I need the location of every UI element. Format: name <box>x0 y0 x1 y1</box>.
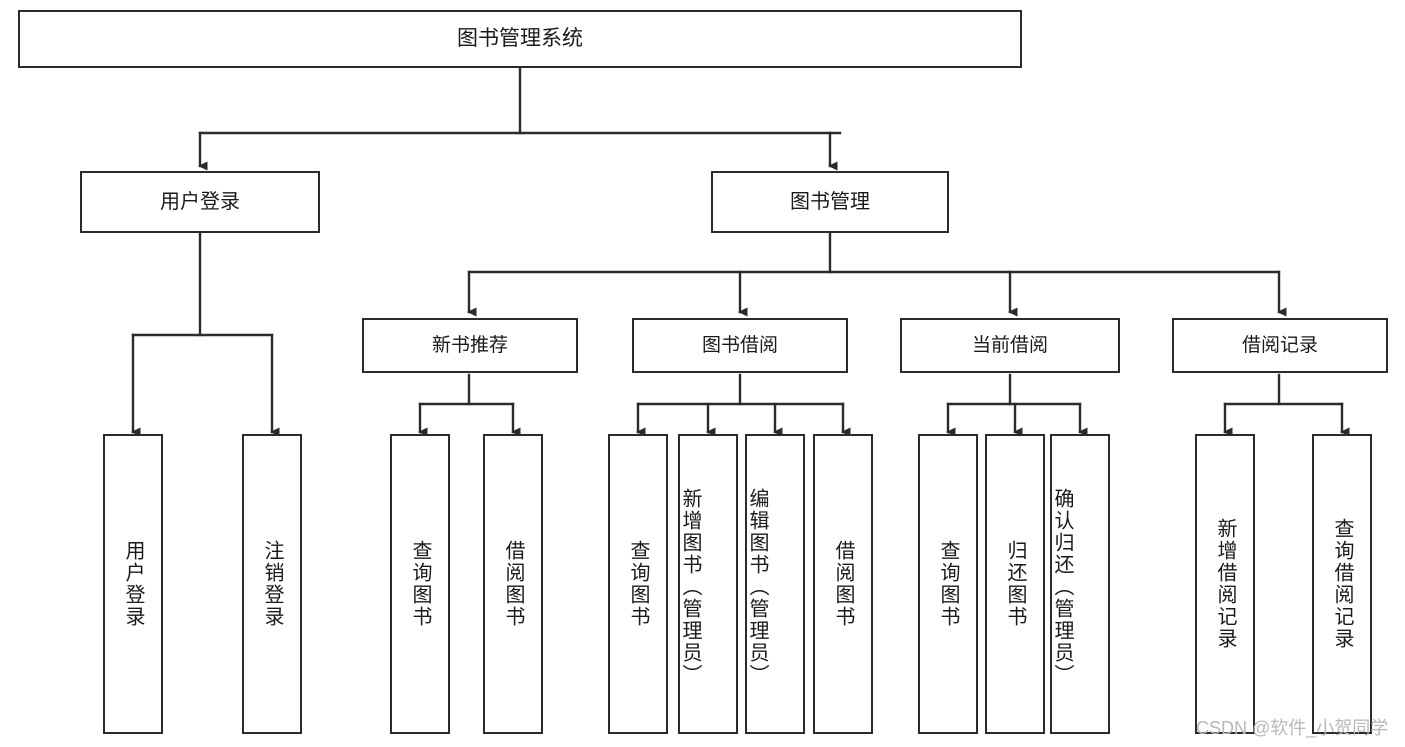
node-root[interactable]: 图书管理系统 <box>18 10 1022 68</box>
node-user-login[interactable]: 用户登录 <box>80 171 320 233</box>
leaf-borrow-add[interactable]: 新增图书（管理员） <box>678 434 738 734</box>
csdn-watermark: CSDN @软件_小贺同学 <box>1196 718 1389 738</box>
leaf-label: 新增借阅记录 <box>1214 518 1236 650</box>
leaf-label: 新增图书（管理员） <box>679 488 701 686</box>
leaf-borrow-borrow[interactable]: 借阅图书 <box>813 434 873 734</box>
leaf-current-confirm-return[interactable]: 确认归还（管理员） <box>1050 434 1110 734</box>
leaf-borrow-query[interactable]: 查询图书 <box>608 434 668 734</box>
leaf-current-query[interactable]: 查询图书 <box>918 434 978 734</box>
leaf-current-return[interactable]: 归还图书 <box>985 434 1045 734</box>
leaf-label: 确认归还（管理员） <box>1051 488 1073 686</box>
leaf-label: 查询借阅记录 <box>1331 518 1353 650</box>
leaf-label: 用户登录 <box>122 540 144 628</box>
node-new-book-recommend[interactable]: 新书推荐 <box>362 318 578 373</box>
leaf-new-book-query[interactable]: 查询图书 <box>390 434 450 734</box>
node-book-management[interactable]: 图书管理 <box>711 171 949 233</box>
leaf-label: 查询图书 <box>627 540 649 628</box>
node-borrow-record-label: 借阅记录 <box>1241 334 1318 356</box>
node-book-borrow[interactable]: 图书借阅 <box>632 318 848 373</box>
node-current-borrow[interactable]: 当前借阅 <box>900 318 1120 373</box>
leaf-label: 归还图书 <box>1004 540 1026 628</box>
leaf-record-query[interactable]: 查询借阅记录 <box>1312 434 1372 734</box>
node-borrow-record[interactable]: 借阅记录 <box>1172 318 1388 373</box>
leaf-label: 查询图书 <box>937 540 959 628</box>
leaf-label: 借阅图书 <box>832 540 854 628</box>
leaf-label: 借阅图书 <box>502 540 524 628</box>
leaf-user-login-login[interactable]: 用户登录 <box>103 434 163 734</box>
leaf-label: 注销登录 <box>261 540 283 628</box>
node-book-borrow-label: 图书借阅 <box>701 334 778 356</box>
leaf-user-login-logout[interactable]: 注销登录 <box>242 434 302 734</box>
node-current-borrow-label: 当前借阅 <box>971 334 1048 356</box>
node-user-login-label: 用户登录 <box>160 190 240 213</box>
leaf-borrow-edit[interactable]: 编辑图书（管理员） <box>745 434 805 734</box>
leaf-new-book-borrow[interactable]: 借阅图书 <box>483 434 543 734</box>
leaf-record-add[interactable]: 新增借阅记录 <box>1195 434 1255 734</box>
node-book-management-label: 图书管理 <box>790 190 870 213</box>
node-new-book-recommend-label: 新书推荐 <box>431 334 508 356</box>
node-root-label: 图书管理系统 <box>457 27 583 51</box>
leaf-label: 查询图书 <box>409 540 431 628</box>
leaf-label: 编辑图书（管理员） <box>746 488 768 686</box>
